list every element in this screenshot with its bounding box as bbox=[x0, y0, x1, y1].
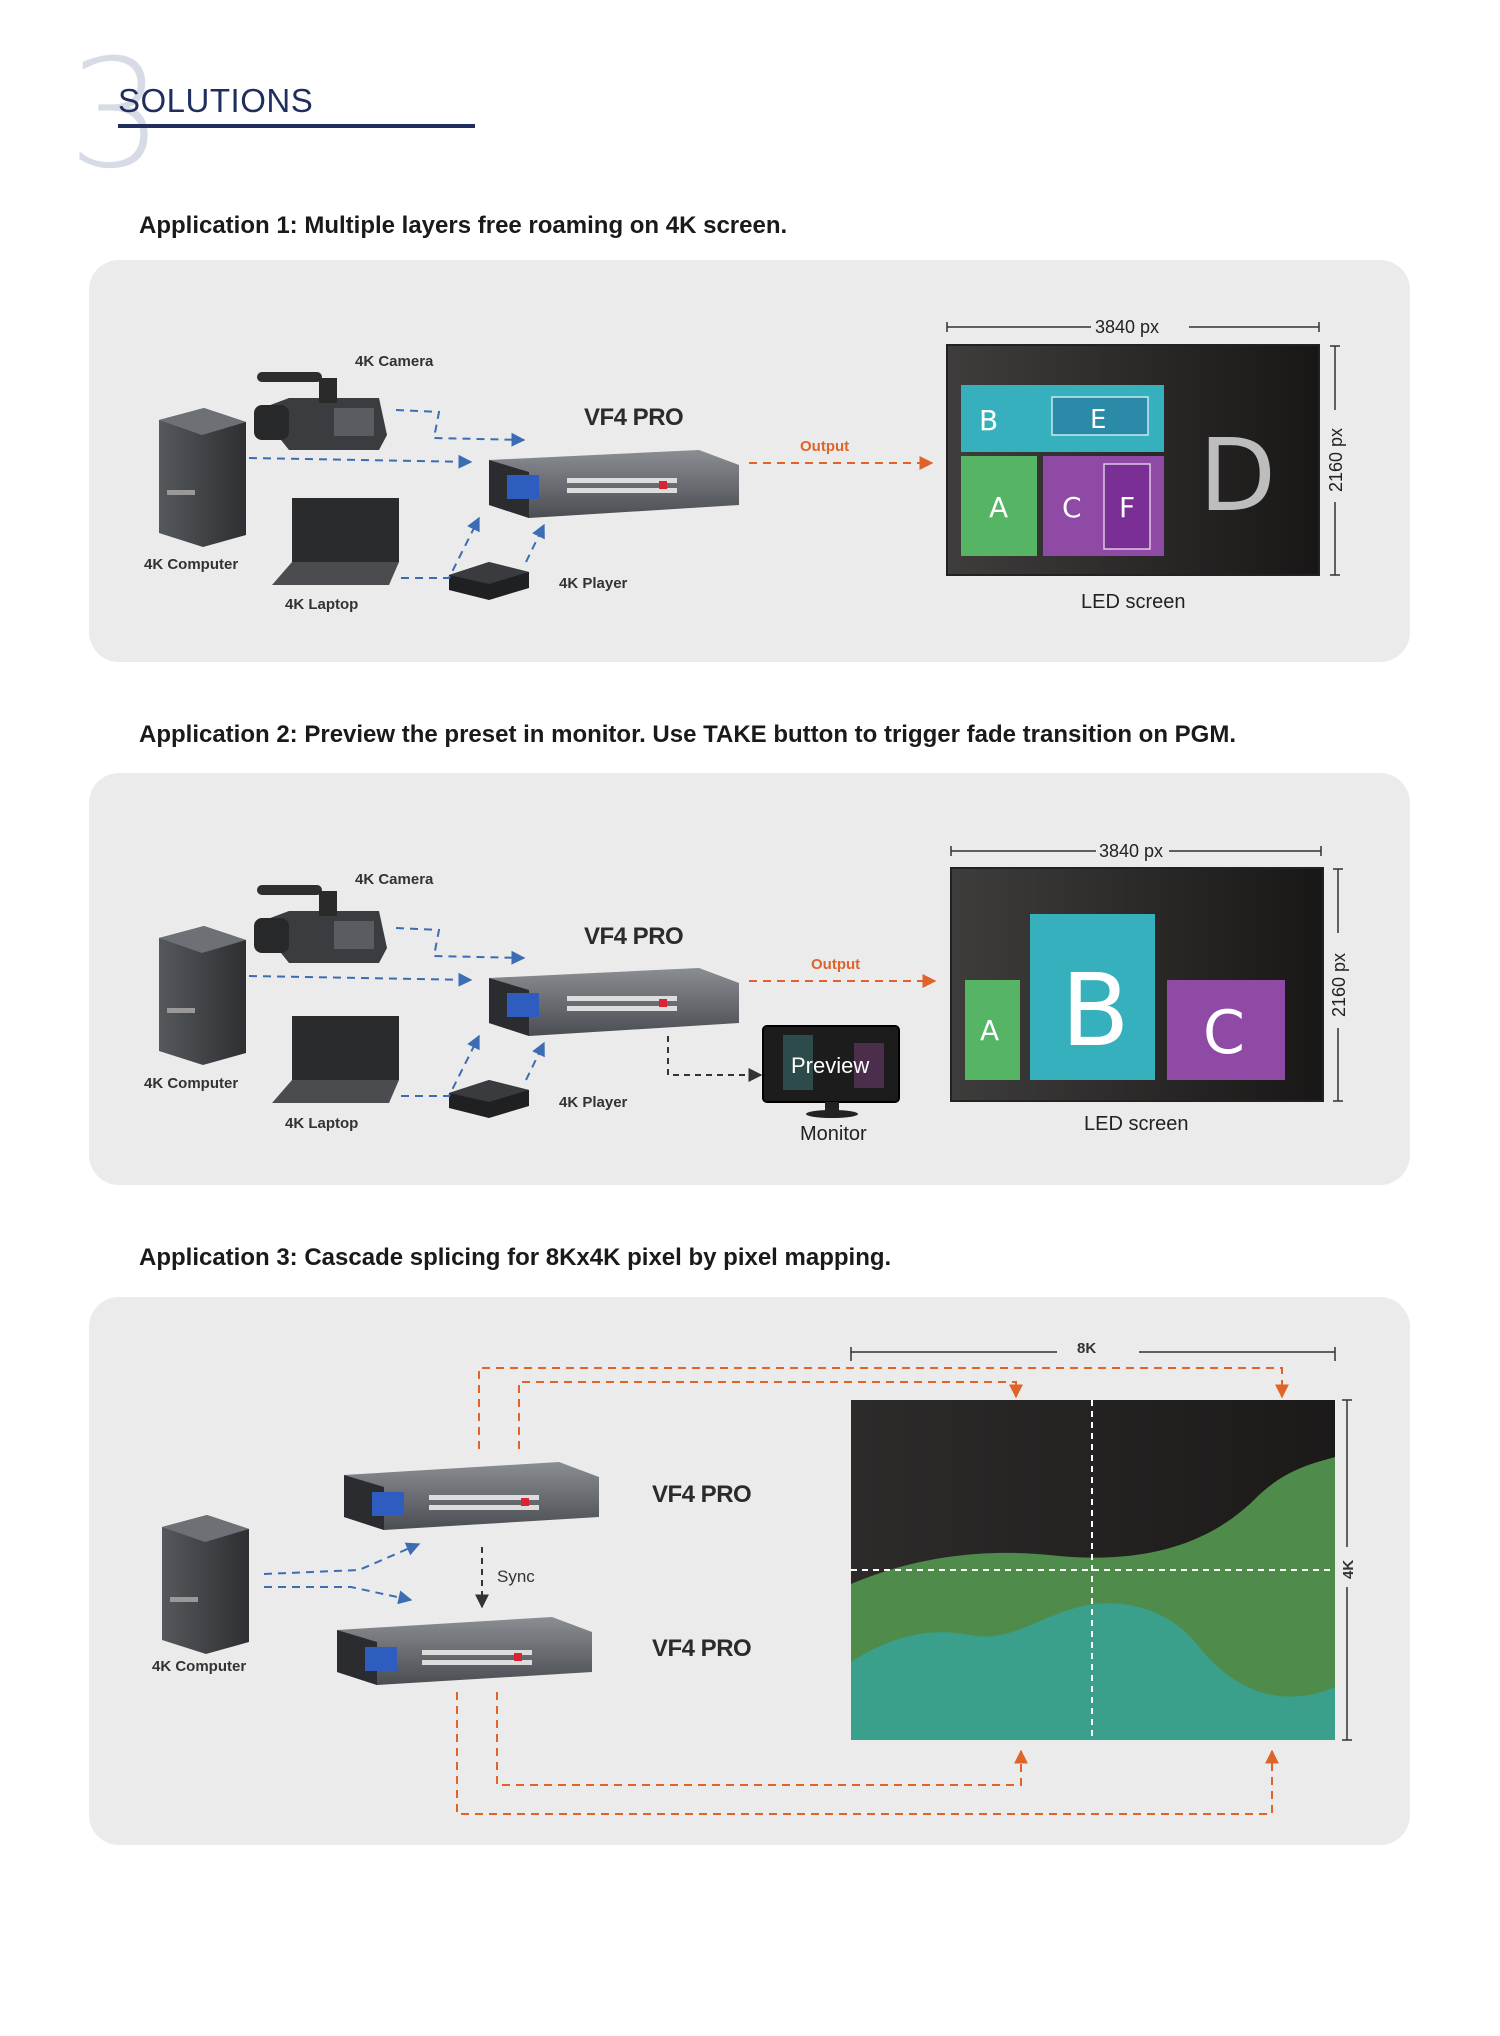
app2-computer-link bbox=[249, 976, 471, 980]
app3-sync-label: Sync bbox=[497, 1567, 535, 1586]
app2-laptop-label: 4K Laptop bbox=[285, 1115, 358, 1132]
app2-layer-b-label: B bbox=[1061, 952, 1130, 1069]
section-title: SOLUTIONS bbox=[118, 82, 313, 120]
app1-layer-c-label: C bbox=[1062, 491, 1082, 524]
laptop-icon bbox=[272, 498, 399, 585]
player-icon bbox=[449, 562, 529, 600]
app2-monitor-label: Monitor bbox=[800, 1123, 867, 1145]
app2-device-label: VF4 PRO bbox=[584, 923, 683, 950]
app2-computer-label: 4K Computer bbox=[144, 1075, 238, 1092]
app3-height-label: 4K bbox=[1340, 1560, 1357, 1579]
app1-device-label: VF4 PRO bbox=[584, 404, 683, 431]
app1-screen-label: LED screen bbox=[1081, 591, 1186, 613]
app2-output-label: Output bbox=[811, 956, 860, 973]
app2-layer-a-label: A bbox=[980, 1014, 999, 1047]
camera-icon bbox=[254, 885, 387, 963]
app3-heading: Application 3: Cascade splicing for 8Kx4… bbox=[139, 1244, 891, 1272]
app2-panel: 4K Computer 4K Camera 4K Laptop 4K Playe… bbox=[89, 773, 1410, 1185]
camera-icon bbox=[254, 372, 387, 450]
app3-device-bottom-label: VF4 PRO bbox=[652, 1635, 751, 1662]
app1-output-label: Output bbox=[800, 438, 849, 455]
vf4-pro-device-icon bbox=[489, 968, 739, 1036]
vf4-pro-device-icon bbox=[489, 450, 739, 518]
app1-laptop-link bbox=[401, 518, 479, 578]
app1-player-link bbox=[526, 525, 544, 562]
player-icon bbox=[449, 1080, 529, 1118]
app2-screen-label: LED screen bbox=[1084, 1113, 1189, 1135]
app3-computer-link-bottom bbox=[264, 1587, 411, 1600]
app1-layer-b-label: B bbox=[979, 404, 998, 437]
app2-heading: Application 2: Preview the preset in mon… bbox=[139, 721, 1236, 749]
vf4-pro-device-bottom-icon bbox=[337, 1617, 592, 1685]
app3-device-top-label: VF4 PRO bbox=[652, 1481, 751, 1508]
app2-laptop-link bbox=[401, 1036, 479, 1096]
app1-width-label: 3840 px bbox=[1095, 317, 1159, 337]
computer-icon bbox=[159, 926, 246, 1065]
app1-layer-d-label: D bbox=[1199, 417, 1276, 534]
app2-player-label: 4K Player bbox=[559, 1094, 628, 1111]
computer-icon bbox=[162, 1515, 249, 1654]
app2-height-label: 2160 px bbox=[1329, 953, 1349, 1017]
app1-computer-label: 4K Computer bbox=[144, 556, 238, 573]
app2-camera-link bbox=[396, 928, 524, 958]
app1-layer-a-label: A bbox=[989, 491, 1008, 524]
computer-icon bbox=[159, 408, 246, 547]
app1-panel: 4K Computer 4K Camera 4K Laptop 4K Playe… bbox=[89, 260, 1410, 662]
app2-width-label: 3840 px bbox=[1099, 841, 1163, 861]
app3-led-screen bbox=[851, 1400, 1335, 1740]
app3-panel: 4K Computer VF4 PRO VF4 PRO Sync bbox=[89, 1297, 1410, 1845]
app1-height-label: 2160 px bbox=[1326, 428, 1346, 492]
laptop-icon bbox=[272, 1016, 399, 1103]
app3-computer-link-top bbox=[264, 1544, 419, 1574]
app2-monitor-link bbox=[668, 1036, 761, 1075]
app1-laptop-label: 4K Laptop bbox=[285, 596, 358, 613]
app1-layer-f-label: F bbox=[1119, 491, 1135, 524]
app1-computer-link bbox=[249, 458, 471, 462]
app2-player-link bbox=[526, 1043, 544, 1080]
app1-camera-label: 4K Camera bbox=[355, 353, 434, 370]
section-divider bbox=[118, 124, 475, 128]
app2-diagram: 4K Computer 4K Camera 4K Laptop 4K Playe… bbox=[89, 773, 1410, 1185]
app2-preview-label: Preview bbox=[791, 1053, 869, 1078]
app2-layer-c-label: C bbox=[1203, 998, 1245, 1068]
app1-layer-e-label: E bbox=[1090, 405, 1106, 435]
app3-diagram: 4K Computer VF4 PRO VF4 PRO Sync bbox=[89, 1297, 1410, 1845]
app1-diagram: 4K Computer 4K Camera 4K Laptop 4K Playe… bbox=[89, 260, 1410, 662]
app1-heading: Application 1: Multiple layers free roam… bbox=[139, 212, 787, 240]
app2-camera-label: 4K Camera bbox=[355, 871, 434, 888]
app1-camera-link bbox=[396, 410, 524, 440]
app3-width-label: 8K bbox=[1077, 1340, 1096, 1357]
vf4-pro-device-top-icon bbox=[344, 1462, 599, 1530]
app3-computer-label: 4K Computer bbox=[152, 1658, 246, 1675]
app1-player-label: 4K Player bbox=[559, 575, 628, 592]
